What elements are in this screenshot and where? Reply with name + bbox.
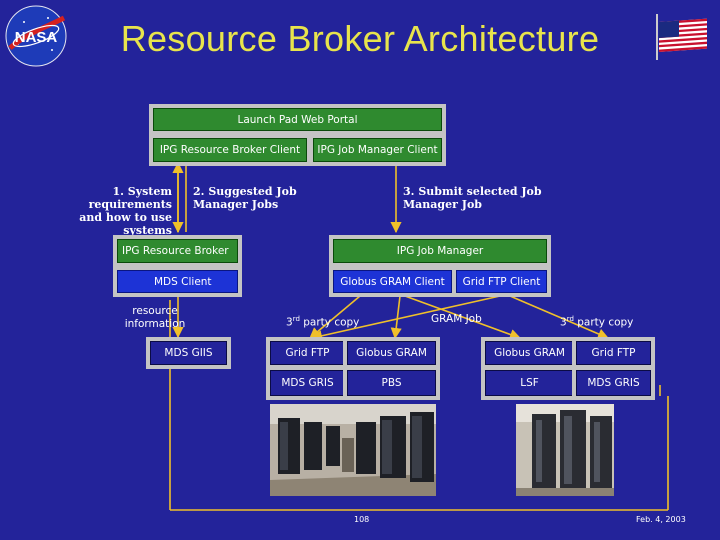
- job-manager-client: IPG Job Manager Client: [313, 138, 442, 162]
- page-title: Resource Broker Architecture: [120, 18, 600, 59]
- page-number: 108: [354, 515, 370, 524]
- third-party-copy-right-label: 3rd party copy: [560, 315, 634, 329]
- svg-text:NASA: NASA: [15, 29, 58, 46]
- site1-mds-gris: MDS GRIS: [270, 370, 345, 396]
- site2-globus-gram: Globus GRAM: [485, 341, 574, 365]
- us-flag-icon: [652, 12, 712, 62]
- site1-pbs: PBS: [347, 370, 436, 396]
- site1-grid-ftp: Grid FTP: [270, 341, 345, 365]
- supercomputer-photo-2: [516, 404, 614, 496]
- grid-ftp-client: Grid FTP Client: [456, 270, 547, 293]
- site2-mds-gris: MDS GRIS: [576, 370, 651, 396]
- third-party-copy-left-label: 3rd party copy: [286, 315, 360, 329]
- job-manager: IPG Job Manager: [333, 239, 547, 263]
- footer-date: Feb. 4, 2003: [636, 515, 686, 524]
- launch-pad-portal: Launch Pad Web Portal: [153, 108, 442, 131]
- resource-broker: IPG Resource Broker: [117, 239, 238, 263]
- globus-gram-client: Globus GRAM Client: [333, 270, 452, 293]
- gram-job-label: GRAM Job: [431, 313, 482, 325]
- supercomputer-photo-1: [270, 404, 436, 496]
- resource-broker-client: IPG Resource Broker Client: [153, 138, 307, 162]
- site1-globus-gram: Globus GRAM: [347, 341, 436, 365]
- mds-giis: MDS GIIS: [150, 341, 227, 365]
- nasa-logo: NASA: [4, 4, 68, 68]
- site2-grid-ftp: Grid FTP: [576, 341, 651, 365]
- mds-client: MDS Client: [117, 270, 238, 293]
- site2-lsf: LSF: [485, 370, 574, 396]
